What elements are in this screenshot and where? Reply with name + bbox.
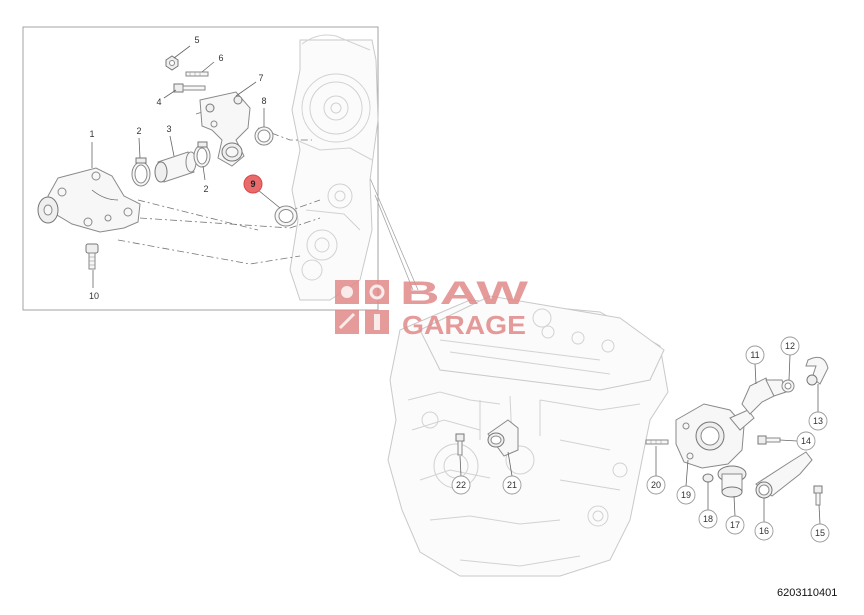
document-number: 6203110401 bbox=[777, 587, 837, 599]
callout-label: 17 bbox=[730, 520, 740, 530]
watermark-logo: BAW GARAGE bbox=[335, 275, 529, 340]
callout-circle[interactable] bbox=[780, 336, 800, 356]
callout-label: 16 bbox=[759, 526, 769, 536]
stud-20 bbox=[645, 439, 669, 445]
hose-11 bbox=[741, 377, 787, 415]
callout-label-highlighted: 9 bbox=[250, 179, 255, 189]
callout-circle[interactable] bbox=[725, 515, 745, 535]
callout-label: 12 bbox=[785, 341, 795, 351]
o-ring-9 bbox=[274, 205, 298, 227]
callout-label: 2 bbox=[136, 126, 141, 136]
callout-circle[interactable] bbox=[451, 475, 471, 495]
callout-label: 1 bbox=[89, 129, 94, 139]
callout-highlight[interactable] bbox=[243, 174, 263, 194]
thermostat-housing-19 bbox=[675, 403, 755, 469]
watermark-line1: BAW bbox=[400, 275, 529, 311]
inset-engine-background bbox=[289, 34, 379, 301]
nut-5 bbox=[165, 55, 179, 71]
bolt-10 bbox=[85, 243, 99, 270]
callout-label: 21 bbox=[507, 480, 517, 490]
callout-circle[interactable] bbox=[676, 485, 696, 505]
callout-label: 15 bbox=[815, 528, 825, 538]
callout-label: 8 bbox=[261, 96, 266, 106]
callout-label: 10 bbox=[89, 291, 99, 301]
callout-label: 14 bbox=[801, 436, 811, 446]
callout-circle[interactable] bbox=[810, 523, 830, 543]
bolt-15 bbox=[813, 485, 823, 506]
bolt-4 bbox=[173, 83, 206, 93]
callout-label: 7 bbox=[258, 73, 263, 83]
gear-icon bbox=[365, 280, 389, 304]
callout-circle[interactable] bbox=[646, 475, 666, 495]
water-pump bbox=[37, 167, 141, 233]
callout-label: 6 bbox=[218, 53, 223, 63]
engine-outlet-pipe-21 bbox=[487, 419, 519, 457]
callout-circle[interactable] bbox=[698, 509, 718, 529]
clamp-2b bbox=[193, 141, 211, 168]
callout-label: 3 bbox=[166, 124, 171, 134]
callout-circle[interactable] bbox=[808, 411, 828, 431]
callout-circle[interactable] bbox=[796, 431, 816, 451]
callout-circle[interactable] bbox=[745, 345, 765, 365]
callouts: 5 6 7 4 8 1 2 3 2 9 10 11 bbox=[89, 35, 830, 543]
o-ring-8 bbox=[254, 126, 274, 146]
bolt-22 bbox=[455, 433, 465, 456]
clamp-2a bbox=[131, 157, 151, 187]
callout-label: 19 bbox=[681, 490, 691, 500]
callout-label: 13 bbox=[813, 416, 823, 426]
o-ring-18 bbox=[702, 473, 714, 483]
callout-label: 4 bbox=[156, 97, 161, 107]
callout-label: 5 bbox=[194, 35, 199, 45]
outlet-pipe-16 bbox=[755, 451, 813, 499]
outlet-housing-7 bbox=[199, 91, 251, 167]
callout-circle[interactable] bbox=[754, 521, 774, 541]
thermostat-17 bbox=[717, 465, 747, 498]
callout-circle[interactable] bbox=[502, 475, 522, 495]
callout-label: 11 bbox=[750, 350, 759, 360]
callout-label: 2 bbox=[203, 184, 208, 194]
stud-6 bbox=[185, 71, 209, 77]
hose-13 bbox=[805, 356, 829, 386]
callout-label: 20 bbox=[651, 480, 661, 490]
bolt-14 bbox=[757, 435, 781, 445]
hose-3 bbox=[154, 151, 197, 183]
callout-label: 18 bbox=[703, 514, 713, 524]
clamp-12 bbox=[781, 379, 795, 393]
main-engine bbox=[387, 295, 669, 577]
watermark-line2: GARAGE bbox=[402, 310, 526, 340]
callout-label: 22 bbox=[456, 480, 466, 490]
